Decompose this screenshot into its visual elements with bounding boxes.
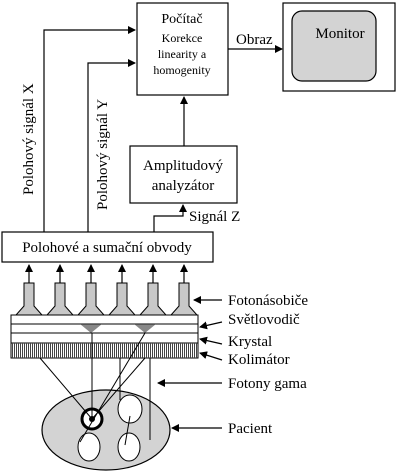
summing-circuits-box: Polohové a sumační obvody: [1, 231, 214, 263]
patient-label: Pacient: [228, 421, 273, 437]
gamma-label: Fotony gama: [228, 376, 307, 392]
signal-y-label: Polohový signál Y: [95, 99, 111, 210]
monitor-screen: [291, 10, 377, 82]
signal-x-line: [43, 26, 136, 232]
collimator: [10, 342, 199, 359]
image-label: Obraz: [236, 32, 273, 48]
photomultiplier-tubes: [14, 282, 199, 316]
pmt-output-arrows: [25, 264, 188, 283]
collimator-label: Kolimátor: [228, 352, 290, 368]
computer-line-2: linearity a: [158, 47, 207, 61]
computer-line-3: homogenity: [153, 63, 210, 77]
photomultipliers-label: Fotonásobiče: [228, 293, 308, 309]
analyzer-box: Amplitudový analyzátor: [129, 145, 238, 204]
light-guide: [10, 314, 199, 334]
signal-y-line: [87, 59, 136, 232]
signal-z-line: [153, 204, 187, 232]
signal-z-label: Signál Z: [189, 209, 240, 225]
monitor: Monitor: [282, 2, 396, 92]
analyzer-line-2: analyzátor: [152, 178, 214, 194]
lightguide-label: Světlovodič: [228, 312, 300, 328]
monitor-label: Monitor: [315, 26, 364, 42]
computer-title: Počítač: [161, 12, 202, 27]
crystal: [10, 332, 199, 344]
patient: [41, 389, 171, 471]
computer-line-1: Korekce: [162, 31, 203, 45]
component-labels: Fotonásobiče Světlovodič Krystal Kolimát…: [157, 293, 308, 437]
crystal-label: Krystal: [228, 334, 272, 350]
computer-box: Počítač Korekce linearity a homogenity: [136, 2, 229, 96]
signal-x-label: Polohový signál X: [21, 83, 37, 195]
gamma-rays: [39, 332, 151, 446]
analyzer-line-1: Amplitudový: [143, 158, 224, 174]
summing-label: Polohové a sumační obvody: [22, 240, 192, 256]
